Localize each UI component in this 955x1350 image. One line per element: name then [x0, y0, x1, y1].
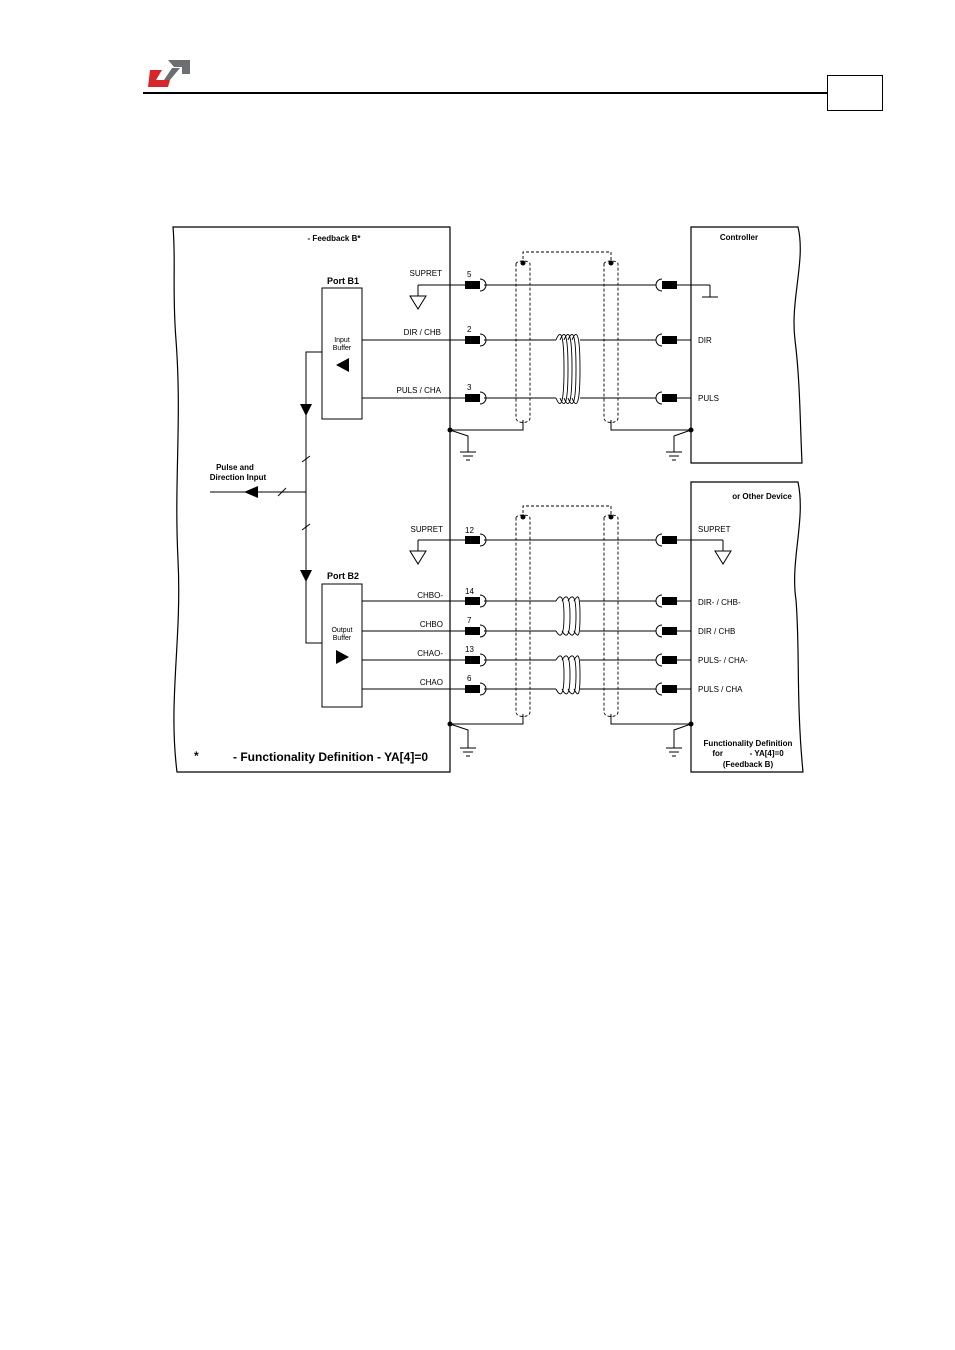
- bottom-pin-6: 6: [467, 674, 472, 683]
- top-signal-label-supret: SUPRET: [410, 269, 443, 278]
- bus-arrow-icon-lower: [300, 570, 312, 582]
- bottom-signal-label-supret: SUPRET: [411, 525, 444, 534]
- controller-block-outline: [690, 226, 803, 464]
- other-device-footer-1: Functionality Definition: [704, 739, 793, 748]
- bottom-shield-dot-left: [520, 514, 526, 520]
- input-buffer-arrow-icon: [336, 358, 349, 372]
- bottom-pin-12: 12: [465, 526, 474, 535]
- top-signal-label-puls: PULS / CHA: [397, 386, 442, 395]
- input-buffer-label-2: Buffer: [333, 345, 352, 352]
- footnote-star: *: [194, 749, 199, 763]
- bottom-twisted-pair-icon-a: [555, 655, 581, 695]
- company-logo-icon: [148, 60, 190, 87]
- bottom-shield-dot-right: [608, 514, 614, 520]
- bottom-wires: [362, 539, 724, 757]
- page-number-box: [827, 75, 883, 111]
- pulse-input-label-1: Pulse and: [216, 463, 254, 472]
- top-pin-3: 3: [467, 383, 472, 392]
- bottom-signal-label-chbo-neg: CHBO-: [417, 591, 443, 600]
- output-buffer-label-2: Buffer: [333, 635, 352, 642]
- port-b1-label: Port B1: [327, 276, 359, 286]
- supret-ground-icon-bottom-left: [409, 550, 427, 565]
- logo-red-mark: [148, 70, 170, 87]
- top-wires: [362, 284, 718, 461]
- top-twisted-pair-icon: [555, 334, 581, 404]
- controller-label-puls: PULS: [698, 394, 719, 403]
- header-rule: [143, 92, 883, 94]
- logo-gray-mark-2: [164, 68, 180, 80]
- top-pin-2: 2: [467, 325, 472, 334]
- device-label-puls-neg: PULS- / CHA-: [698, 656, 748, 665]
- other-device-footer-2: for - YA[4]=0: [712, 749, 784, 758]
- device-label-puls: PULS / CHA: [698, 685, 743, 694]
- bottom-connectors: [465, 533, 677, 696]
- supret-ground-icon-bottom-right: [714, 550, 732, 565]
- controller-title: Controller: [720, 233, 758, 242]
- input-buffer-label-1: Input: [334, 337, 350, 344]
- supret-ground-icon-top: [409, 295, 427, 310]
- controller-label-dir: DIR: [698, 336, 712, 345]
- bottom-drain-dot-right: [688, 721, 694, 727]
- port-b2-label: Port B2: [327, 571, 359, 581]
- bus-arrow-icon-upper: [300, 404, 312, 416]
- bottom-pin-13: 13: [465, 645, 474, 654]
- other-device-footer-3: (Feedback B): [723, 760, 774, 769]
- device-label-dir: DIR / CHB: [698, 627, 735, 636]
- pulse-input-arrow-icon: [244, 486, 258, 498]
- drive-title: - Feedback B*: [308, 234, 362, 243]
- drive-block-outline: [172, 226, 451, 773]
- bottom-signal-label-chbo: CHBO: [420, 620, 443, 629]
- top-shield-dot-left: [520, 260, 526, 266]
- other-device-title: or Other Device: [732, 492, 792, 501]
- bottom-drain-dot-left: [447, 721, 453, 727]
- output-buffer-label-1: Output: [331, 627, 352, 634]
- output-buffer-box: [321, 583, 363, 708]
- top-drain-dot-right: [688, 427, 694, 433]
- bottom-signal-label-chao: CHAO: [420, 678, 443, 687]
- footnote-text: - Functionality Definition - YA[4]=0: [233, 750, 428, 764]
- top-shield-dot-right: [608, 260, 614, 266]
- bottom-cable-shield: [515, 505, 619, 717]
- top-connectors: [465, 278, 677, 405]
- other-device-block-outline: [690, 481, 804, 773]
- device-label-dir-neg: DIR- / CHB-: [698, 598, 741, 607]
- pulse-input-label-2: Direction Input: [210, 473, 267, 482]
- bottom-pin-7: 7: [467, 616, 472, 625]
- top-pin-5: 5: [467, 270, 472, 279]
- top-cable-shield: [515, 251, 619, 423]
- device-label-supret: SUPRET: [698, 525, 731, 534]
- output-buffer-arrow-icon: [336, 650, 349, 664]
- bottom-pin-14: 14: [465, 587, 474, 596]
- bottom-twisted-pair-icon-b: [555, 596, 581, 636]
- top-signal-label-dir: DIR / CHB: [404, 328, 441, 337]
- internal-bus: [210, 351, 322, 644]
- bottom-signal-label-chao-neg: CHAO-: [417, 649, 443, 658]
- top-drain-dot-left: [447, 427, 453, 433]
- input-buffer-box: [321, 287, 363, 420]
- logo-gray-mark: [168, 60, 190, 74]
